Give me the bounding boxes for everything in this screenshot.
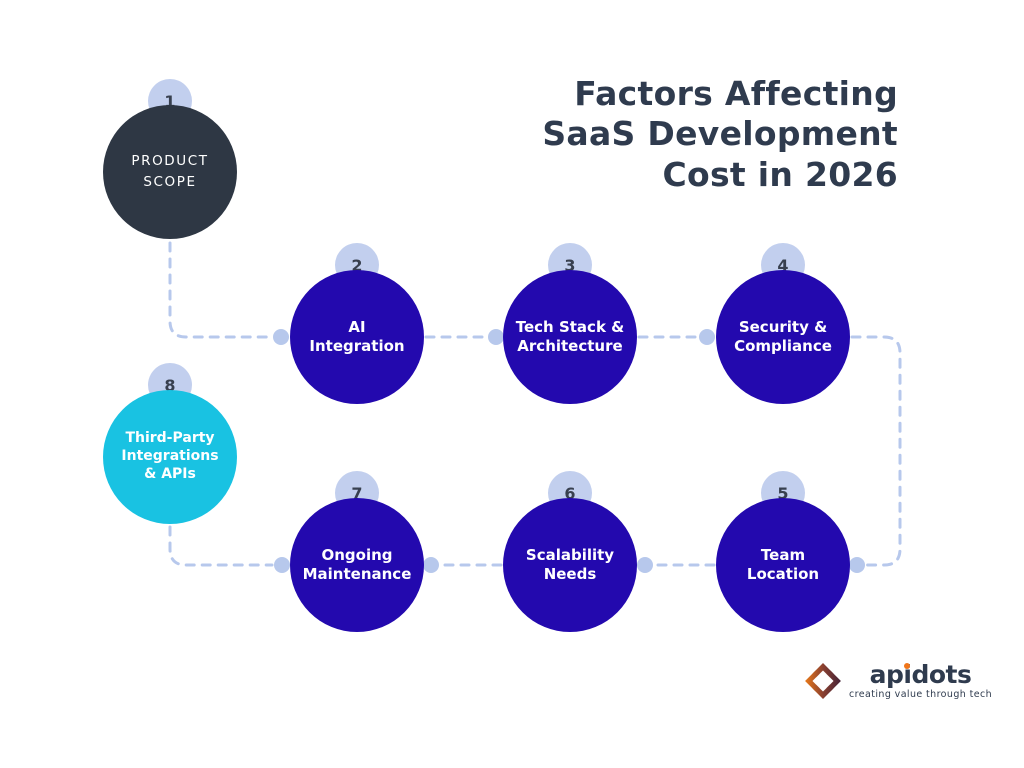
connector-dot: [423, 557, 439, 573]
connector-dot: [273, 329, 289, 345]
factor-node-team-location: Team Location: [716, 498, 850, 632]
factor-label: PRODUCT SCOPE: [131, 153, 209, 190]
factor-node-security-compliance: Security & Compliance: [716, 270, 850, 404]
logo-wordmark: apidots: [870, 662, 972, 687]
factor-label: Third-Party Integrations & APIs: [121, 430, 219, 482]
factor-label: Tech Stack & Architecture: [515, 317, 625, 355]
logo: apidots creating value through tech: [804, 662, 992, 700]
factor-node-third-party-integrations: Third-Party Integrations & APIs: [103, 390, 237, 524]
factor-node-ai-integration: AI Integration: [290, 270, 424, 404]
factor-node-ongoing-maintenance: Ongoing Maintenance: [290, 498, 424, 632]
infographic-title: Factors Affecting SaaS Development Cost …: [542, 74, 898, 194]
connector-dot: [637, 557, 653, 573]
factor-node-product-scope: PRODUCT SCOPE: [103, 105, 237, 239]
factor-node-scalability-needs: Scalability Needs: [503, 498, 637, 632]
factor-label: AI Integration: [309, 317, 405, 355]
factor-label: Ongoing Maintenance: [302, 545, 412, 583]
connector-dot: [849, 557, 865, 573]
connector-1-to-2: [168, 241, 272, 339]
factor-label: Team Location: [746, 545, 820, 583]
apidots-logo-icon: [805, 663, 841, 699]
logo-i-letter: i: [903, 660, 912, 690]
logo-wordmark-ap: ap: [869, 660, 904, 690]
connector-dot: [274, 557, 290, 573]
factor-label: Security & Compliance: [734, 317, 832, 355]
connector-dot: [699, 329, 715, 345]
connector-7-to-8: [168, 525, 274, 567]
logo-wordmark-dots: dots: [911, 660, 972, 690]
logo-tagline: creating value through tech: [849, 689, 992, 701]
factor-node-tech-stack-architecture: Tech Stack & Architecture: [503, 270, 637, 404]
logo-text: apidots creating value through tech: [849, 662, 992, 700]
connector-4-to-5: [850, 335, 902, 567]
connector-dot: [488, 329, 504, 345]
factor-label: Scalability Needs: [525, 545, 615, 583]
